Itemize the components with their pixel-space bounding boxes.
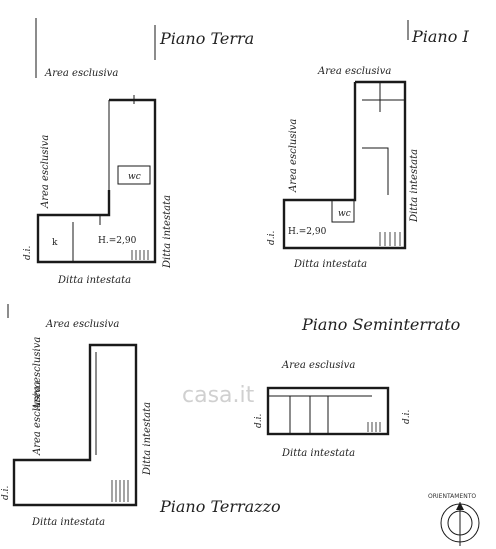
first-stair-hatch xyxy=(379,232,401,246)
basement-floor-title: Piano Seminterrato xyxy=(301,315,460,334)
ground-bottom-label: Ditta intestata xyxy=(57,275,131,286)
first-right-label: Ditta intestata xyxy=(409,149,420,223)
ground-side-mark: d.i. xyxy=(23,245,33,260)
north-mark-label: ORIENTAMENTO xyxy=(428,493,476,500)
ground-stair-hatch xyxy=(131,250,149,260)
basement-area-top-label: Area esclusiva xyxy=(281,360,355,371)
first-wc-room xyxy=(331,199,355,223)
terrace-area-top-label: Area esclusiva xyxy=(45,319,119,330)
basement-floor-plan: Piano Seminterrato Area esclusiva d.i. d… xyxy=(254,315,460,459)
terrace-bottom-label: Ditta intestata xyxy=(31,517,105,528)
terrace-area-left-label: Area esclusiva xyxy=(32,337,43,411)
first-side-mark: d.i. xyxy=(267,230,277,245)
basement-side-mark-right: d.i. xyxy=(402,409,412,424)
terrace-outer-wall xyxy=(12,343,138,507)
ground-floor-plan: Piano Terra Area esclusiva Area esclusiv… xyxy=(23,18,254,286)
ground-wc-room xyxy=(117,165,151,185)
first-inner-partition xyxy=(362,147,389,195)
ground-wc-label: wc xyxy=(128,172,141,182)
basement-stair-hatch xyxy=(367,422,381,432)
first-floor-plan: Piano I Area esclusiva Area esclusiva Di… xyxy=(267,20,469,270)
ground-area-left-label: Area esclusiva xyxy=(40,135,51,209)
first-area-top-label: Area esclusiva xyxy=(317,66,391,77)
ground-k-label: k xyxy=(52,238,58,248)
north-arrow-icon: ORIENTAMENTO xyxy=(428,493,480,546)
basement-bottom-label: Ditta intestata xyxy=(281,448,355,459)
first-bottom-label: Ditta intestata xyxy=(293,259,367,270)
ground-area-top-label: Area esclusiva xyxy=(44,68,118,79)
terrace-floor-plan: Area esclusiva Area esclusiva Area esclu… xyxy=(1,304,281,528)
first-outer-wall xyxy=(282,80,407,250)
terrace-stair-hatch xyxy=(111,480,129,502)
terrace-side-mark: d.i. xyxy=(1,485,11,500)
terrace-area-left-lower-label: Area esclusiva xyxy=(32,382,43,456)
first-floor-title: Piano I xyxy=(411,27,469,46)
terrace-right-label: Ditta intestata xyxy=(142,402,153,476)
ground-height-label: H.=2,90 xyxy=(98,236,137,246)
basement-side-mark-left: d.i. xyxy=(254,413,264,428)
ground-outer-wall xyxy=(36,98,157,264)
ground-right-label: Ditta intestata xyxy=(162,195,173,269)
watermark-text: casa.it xyxy=(182,383,255,408)
first-wc-label: wc xyxy=(338,209,351,219)
terrace-floor-title: Piano Terrazzo xyxy=(159,497,281,516)
ground-floor-title: Piano Terra xyxy=(159,29,254,48)
first-area-left-label: Area esclusiva xyxy=(288,119,299,193)
first-height-label: H.=2,90 xyxy=(288,227,327,237)
